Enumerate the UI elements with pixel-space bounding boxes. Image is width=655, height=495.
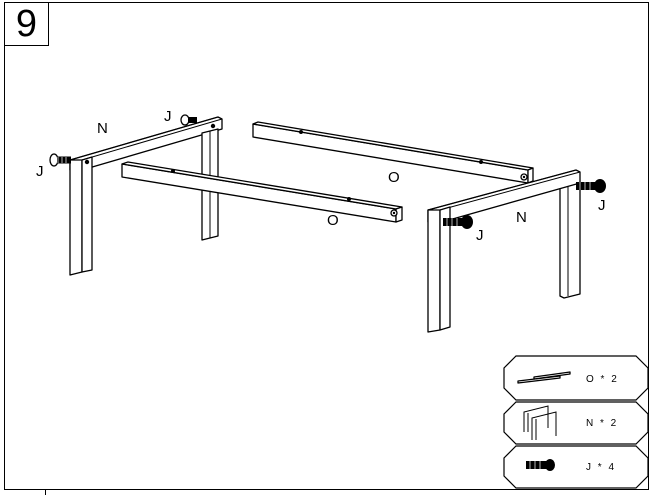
leg-frame-pair-icon — [523, 405, 557, 440]
parts-list: O * 2 N * 2 J * 4 — [503, 355, 649, 489]
bolt-j-right-front — [443, 215, 473, 229]
leg-frame-n-right — [427, 169, 581, 333]
crossbar-o-front — [121, 161, 403, 223]
frame-bottom-tab — [4, 490, 46, 495]
bolt-icon — [526, 459, 555, 471]
step-number: 9 — [4, 2, 49, 46]
parts-count-j: J * 4 — [586, 462, 616, 473]
step-number-text: 9 — [15, 3, 38, 45]
label-j-right-front: J — [476, 227, 484, 244]
parts-list-row-j: J * 4 — [503, 445, 649, 489]
label-o-front: O — [327, 212, 339, 229]
label-j-left-top: J — [164, 108, 172, 125]
crossbar-o-back — [252, 121, 534, 184]
bar-pair-icon — [517, 371, 571, 384]
parts-count-o: O * 2 — [586, 374, 619, 385]
parts-count-n: N * 2 — [586, 418, 618, 429]
bolt-j-right-back — [576, 179, 606, 193]
parts-list-row-o: O * 2 — [503, 355, 649, 401]
label-j-right-back: J — [598, 197, 606, 214]
label-n-left: N — [97, 120, 108, 137]
bolt-j-left — [49, 153, 71, 167]
leg-frame-n-left — [69, 116, 223, 276]
label-n-right: N — [516, 209, 527, 226]
parts-list-row-n: N * 2 — [503, 401, 649, 445]
label-o-back: O — [388, 169, 400, 186]
bolt-j-left-top — [180, 114, 197, 126]
label-j-left: J — [36, 163, 44, 180]
